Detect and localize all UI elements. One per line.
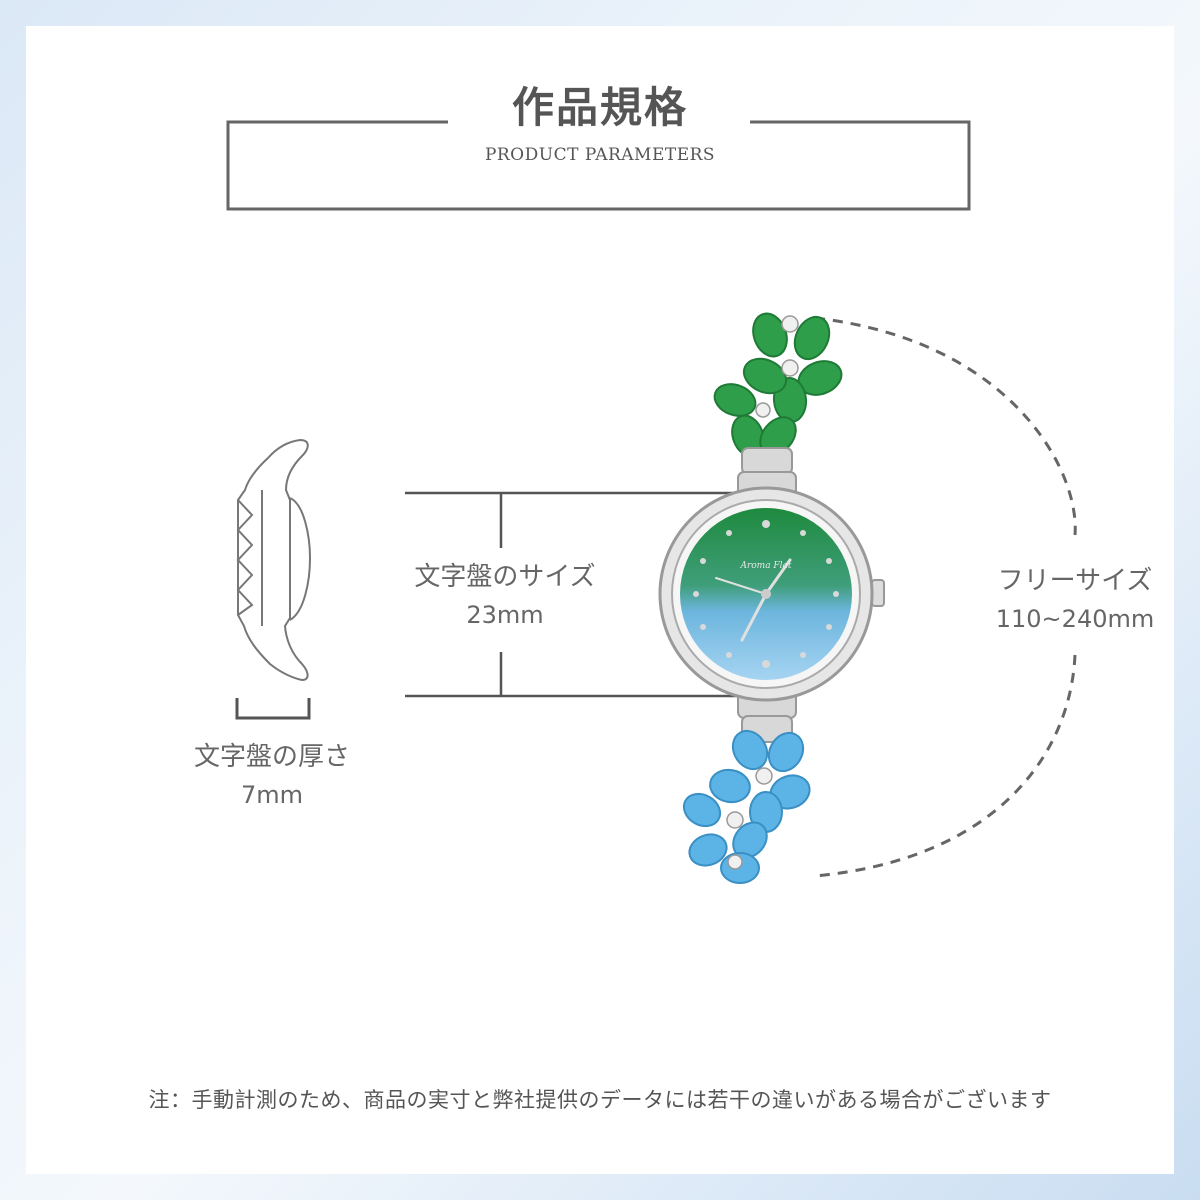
thickness-bracket bbox=[235, 698, 311, 720]
page-title: 作品規格 bbox=[511, 83, 688, 132]
watch-dial-icon: Aroma Flat bbox=[658, 486, 885, 702]
case-profile-icon bbox=[236, 438, 312, 682]
thickness-spec: 文字盤の厚さ 7mm bbox=[172, 736, 372, 809]
band-size-label: フリーサイズ bbox=[997, 566, 1153, 596]
brand-logo: Aroma Flat bbox=[739, 561, 791, 571]
thickness-value: 7mm bbox=[240, 781, 304, 809]
page-subtitle: PRODUCT PARAMETERS bbox=[484, 145, 716, 165]
content-card bbox=[26, 26, 1174, 1174]
band-arc bbox=[814, 316, 1077, 878]
thickness-label: 文字盤の厚さ bbox=[193, 742, 350, 772]
band-size-spec: フリーサイズ 110~240mm bbox=[975, 560, 1175, 633]
green-flower-icon bbox=[713, 312, 843, 458]
dial-size-label: 文字盤のサイズ bbox=[414, 562, 596, 592]
measurement-note: 注：手動計測のため、商品の実寸と弊社提供のデータには若干の違いがある場合がござい… bbox=[148, 1088, 1052, 1112]
blue-flower-icon bbox=[682, 729, 811, 884]
header-frame bbox=[226, 120, 971, 211]
dial-size-spec: 文字盤のサイズ 23mm bbox=[390, 556, 620, 629]
band-size-value: 110~240mm bbox=[995, 605, 1155, 633]
dial-size-lines bbox=[405, 491, 740, 698]
dial-size-value: 23mm bbox=[466, 601, 544, 629]
